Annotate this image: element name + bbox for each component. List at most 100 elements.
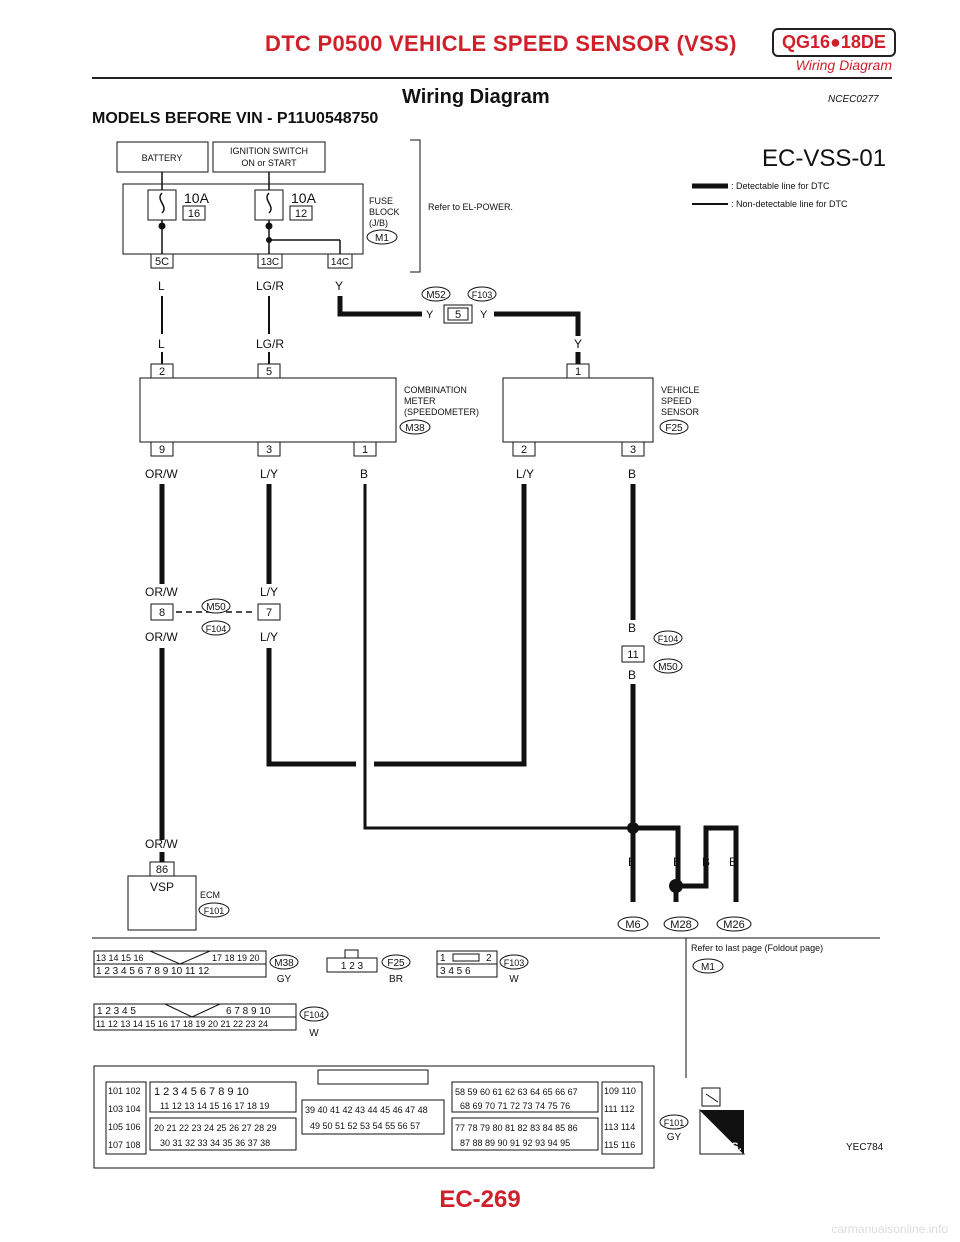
ecm-box <box>127 875 197 931</box>
fuse-16-amp: 10A <box>184 190 210 206</box>
svg-text:13 14 15 16: 13 14 15 16 <box>96 953 144 963</box>
header-subtitle: Wiring Diagram <box>795 57 892 73</box>
pin-5-m52: 5 <box>455 309 461 321</box>
fuse-12-amp: 10A <box>291 190 317 206</box>
meter-pin-3: 3 <box>266 444 272 456</box>
svg-text:30 31 32 33 34 35 36 37 38: 30 31 32 33 34 35 36 37 38 <box>160 1138 270 1148</box>
vehicle-speed-sensor-box <box>502 377 654 443</box>
meter-pin-5: 5 <box>266 366 272 378</box>
ground-m28: M28 <box>670 919 691 931</box>
connector-face-f104: 1 2 3 4 5 6 7 8 9 10 11 12 13 14 15 16 1… <box>93 1003 297 1031</box>
svg-text:1 2 3 4 5: 1 2 3 4 5 <box>97 1006 136 1017</box>
svg-text:87 88 89 90 91 92 93 94 95: 87 88 89 90 91 92 93 94 95 <box>460 1138 570 1148</box>
fuse-block-label-3: (J/B) <box>369 218 388 228</box>
fuse-12-number: 12 <box>295 208 307 220</box>
face-f103-color: W <box>509 974 519 985</box>
combination-meter-box <box>139 377 397 443</box>
face-f25-label: F25 <box>387 958 405 969</box>
terminal-14c: 14C <box>331 257 349 268</box>
header-title: DTC P0500 VEHICLE SPEED SENSOR (VSS) <box>265 31 737 56</box>
connector-face-f101: 101 102 103 104 105 106 107 108 1 2 3 4 … <box>93 1065 655 1169</box>
connector-f104-a: F104 <box>206 624 227 634</box>
vss-label-3: SENSOR <box>661 407 700 417</box>
connector-m50-a: M50 <box>206 602 226 613</box>
wire-label-orw-4: OR/W <box>145 837 178 851</box>
svg-text:101 102: 101 102 <box>108 1086 141 1096</box>
wire-label-y-top: Y <box>335 279 343 293</box>
wire-label-lgr-bottom: LG/R <box>256 337 284 351</box>
legend-detectable: : Detectable line for DTC <box>731 181 830 191</box>
svg-text:58 59 60 61 62 63 64 65 66 67: 58 59 60 61 62 63 64 65 66 67 <box>455 1087 578 1097</box>
wire-label-b-5: B <box>673 855 681 869</box>
diagram-id: EC-VSS-01 <box>762 145 886 172</box>
vss-label-2: SPEED <box>661 396 692 406</box>
meter-pin-1: 1 <box>362 444 368 456</box>
connector-m50-b: M50 <box>658 662 678 673</box>
wire-label-b-1: B <box>360 467 368 481</box>
models-label: MODELS BEFORE VIN - P11U0548750 <box>92 110 379 127</box>
wire-label-ly-3: L/Y <box>260 630 278 644</box>
wire-label-b-7: B <box>729 855 737 869</box>
face-f103-label: F103 <box>504 958 525 968</box>
header-rule <box>92 77 892 79</box>
ecm-pin-86: 86 <box>156 864 168 876</box>
svg-text:20 21 22 23 24 25 26 27 28 29: 20 21 22 23 24 25 26 27 28 29 <box>154 1123 277 1133</box>
wire-label-ly-1: L/Y <box>260 467 278 481</box>
terminal-13c: 13C <box>261 257 279 268</box>
pin-8: 8 <box>159 607 165 619</box>
svg-text:103 104: 103 104 <box>108 1104 141 1114</box>
wire-label-ly-2: L/Y <box>260 585 278 599</box>
wire-label-b-vss: B <box>628 467 636 481</box>
connector-f103: F103 <box>472 290 493 300</box>
meter-pin-2: 2 <box>159 366 165 378</box>
svg-text:11 12 13 14 15 16 17 18 19 20: 11 12 13 14 15 16 17 18 19 20 21 22 23 2… <box>96 1019 268 1029</box>
fuse-block-label-1: FUSE <box>369 196 393 206</box>
wire-label-orw-2: OR/W <box>145 585 178 599</box>
wire-label-orw-3: OR/W <box>145 630 178 644</box>
meter-connector: M38 <box>405 423 425 434</box>
battery-label: BATTERY <box>142 153 183 163</box>
face-m38-color: GY <box>277 974 292 985</box>
wire-label-b-4: B <box>628 855 636 869</box>
pin-11: 11 <box>627 649 638 661</box>
face-f101-label: F101 <box>664 1118 685 1128</box>
ecm-vsp: VSP <box>150 880 174 894</box>
svg-text:6 7 8 9 10: 6 7 8 9 10 <box>226 1006 271 1017</box>
face-f101-color: GY <box>667 1132 682 1143</box>
svg-text:68 69 70 71 72 73 74 75 76: 68 69 70 71 72 73 74 75 76 <box>460 1101 570 1111</box>
svg-text:1 2 3 4 5 6 7 8 9 10: 1 2 3 4 5 6 7 8 9 10 <box>154 1086 249 1098</box>
svg-text:17 18 19 20: 17 18 19 20 <box>212 953 260 963</box>
ecm-label: ECM <box>200 890 220 900</box>
refer-connector: M1 <box>701 962 715 973</box>
wire-label-b-2: B <box>628 621 636 635</box>
hs-label: H.S. <box>720 1141 741 1153</box>
svg-text:109 110: 109 110 <box>604 1086 636 1096</box>
section-code: NCEC0277 <box>828 94 879 105</box>
ground-m26: M26 <box>723 919 744 931</box>
svg-text:3 4 5 6: 3 4 5 6 <box>440 966 471 977</box>
harness-symbol-icon <box>699 1087 746 1155</box>
wire-label-l-top: L <box>158 279 165 293</box>
svg-text:2: 2 <box>486 953 492 964</box>
watermark: carmanualsonline.info <box>831 1222 948 1236</box>
wire-label-lgr-top: LG/R <box>256 279 284 293</box>
svg-text:49 50 51 52 53 54 55 56 57: 49 50 51 52 53 54 55 56 57 <box>310 1121 420 1131</box>
vss-pin-1: 1 <box>575 366 581 378</box>
face-f25-color: BR <box>389 974 403 985</box>
meter-label-1: COMBINATION <box>404 385 467 395</box>
svg-text:111 112: 111 112 <box>604 1104 635 1114</box>
header-model-code: QG16●18DE <box>772 28 896 57</box>
svg-text:107 108: 107 108 <box>108 1140 141 1150</box>
refer-power: Refer to EL-POWER. <box>428 202 513 212</box>
wire-label-ly-vss: L/Y <box>516 467 534 481</box>
face-f104-color: W <box>309 1028 319 1039</box>
wire-label-l-bottom: L <box>158 337 165 351</box>
svg-text:11 12 13 14 15 16 17 18 19: 11 12 13 14 15 16 17 18 19 <box>160 1101 269 1111</box>
ecm-connector: F101 <box>204 906 225 916</box>
fuse-block-connector: M1 <box>375 233 389 244</box>
vss-pin-3: 3 <box>630 444 636 456</box>
fuse-16-number: 16 <box>188 208 200 220</box>
page-number: EC-269 <box>439 1186 521 1213</box>
connector-m52: M52 <box>426 290 446 301</box>
